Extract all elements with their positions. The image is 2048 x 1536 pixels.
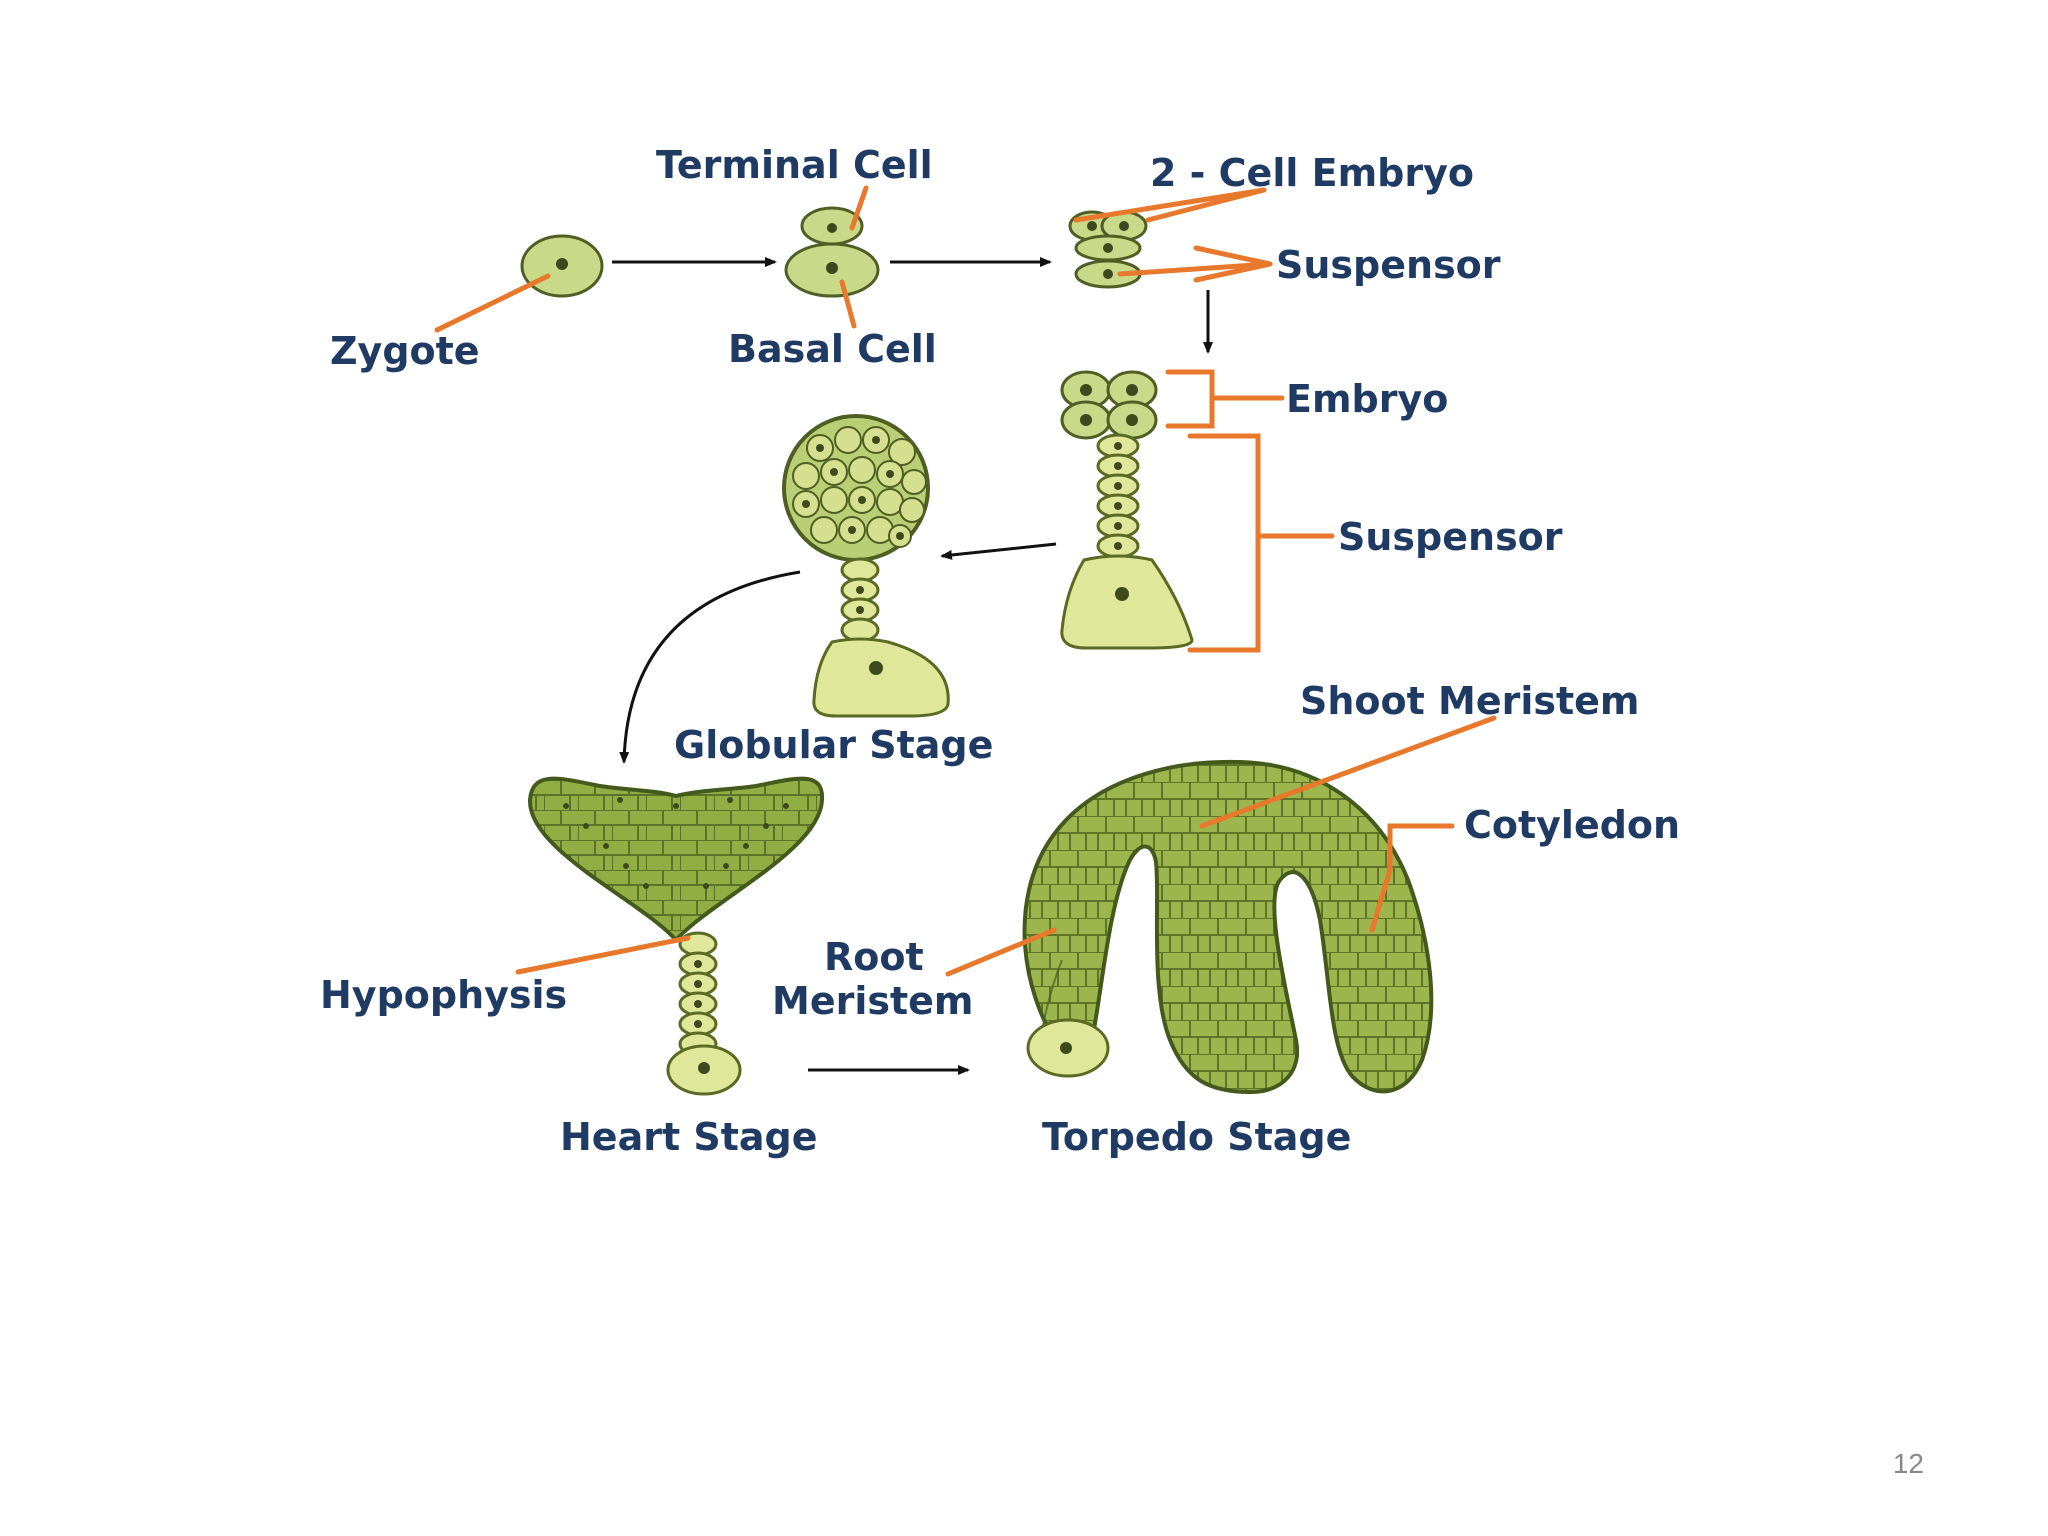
- label-terminal-cell: Terminal Cell: [656, 143, 933, 187]
- label-root-line2: Meristem: [772, 979, 974, 1023]
- page-number: 12: [1892, 1448, 1924, 1479]
- leader-terminal-cell: [849, 185, 869, 231]
- label-suspensor-mid: Suspensor: [1338, 515, 1563, 559]
- arrow-globular-to-heart: [619, 570, 801, 764]
- four-cell-stage: [1068, 210, 1148, 289]
- leader-shoot-meristem: [1199, 715, 1497, 829]
- label-suspensor-top: Suspensor: [1276, 243, 1501, 287]
- heart-suspensor: [666, 931, 742, 1096]
- bracket-suspensor: [1187, 433, 1335, 653]
- label-heart-stage: Heart Stage: [560, 1115, 818, 1159]
- leader-zygote: [434, 273, 551, 333]
- label-shoot-meristem: Shoot Meristem: [1300, 679, 1640, 723]
- label-cotyledon: Cotyledon: [1464, 803, 1680, 847]
- zygote-cell: [520, 234, 604, 298]
- octant-embryo: [1060, 370, 1158, 440]
- label-torpedo-stage: Torpedo Stage: [1042, 1115, 1351, 1159]
- leader-cotyledon: [1369, 823, 1455, 933]
- label-hypophysis: Hypophysis: [320, 973, 567, 1017]
- globular-embryo: [782, 414, 930, 562]
- leader-hypophysis: [515, 935, 691, 975]
- label-embryo: Embryo: [1286, 377, 1448, 421]
- leader-suspensor-top: [1117, 245, 1273, 283]
- label-basal-cell: Basal Cell: [728, 327, 937, 371]
- arrow-to-globular: [940, 542, 1057, 560]
- globular-suspensor: [812, 557, 950, 718]
- leader-root-meristem: [945, 927, 1057, 977]
- leader-basal-cell: [839, 279, 857, 329]
- torpedo-embryo: [1022, 759, 1434, 1095]
- octant-suspensor: [1060, 433, 1194, 650]
- leader-two-cell-embryo: [1073, 187, 1267, 223]
- heart-embryo: [527, 776, 825, 943]
- label-zygote: Zygote: [330, 329, 480, 373]
- label-root-line1: Root: [824, 935, 924, 979]
- label-two-cell-embryo: 2 - Cell Embryo: [1150, 151, 1474, 195]
- two-cell-stage: [784, 206, 880, 298]
- label-globular-stage: Globular Stage: [674, 723, 993, 767]
- bracket-embryo: [1165, 369, 1285, 429]
